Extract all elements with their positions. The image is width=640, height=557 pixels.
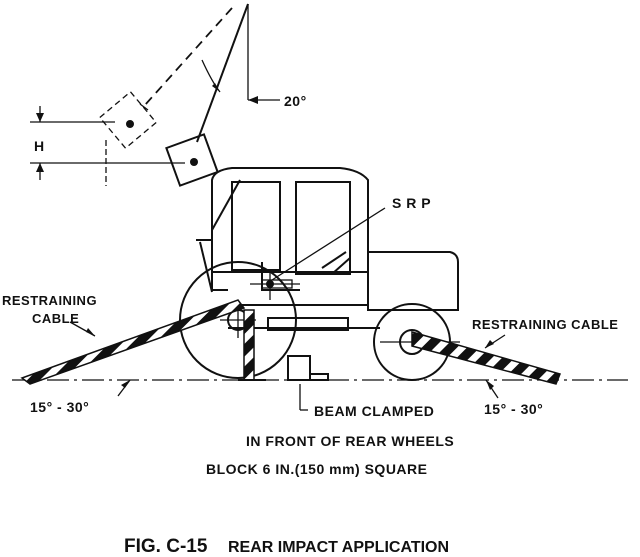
restraining-cable-left: [20, 299, 266, 385]
angle-left-label: 15° - 30°: [30, 399, 89, 415]
label-leaders: [69, 207, 506, 399]
pendulum-weight-ghost: [98, 90, 158, 150]
angle-top-label: 20°: [284, 93, 307, 109]
restraining-cable-right-label: RESTRAINING CABLE: [472, 317, 618, 332]
beam-block: [287, 355, 329, 411]
beam-label-3: BLOCK 6 IN.(150 mm) SQUARE: [206, 461, 427, 477]
pendulum-weight: [165, 133, 219, 187]
beam-label-2: IN FRONT OF REAR WHEELS: [246, 433, 454, 449]
beam-label-1: BEAM CLAMPED: [314, 403, 434, 419]
srp-label: S R P: [392, 195, 431, 211]
pendulum: [30, 3, 280, 187]
figure-number: FIG. C-15: [124, 536, 208, 557]
restraining-cable-left-label-1: RESTRAINING: [2, 293, 97, 308]
height-label: H: [34, 138, 45, 154]
restraining-cable-right: [411, 331, 562, 385]
angle-right-label: 15° - 30°: [484, 401, 543, 417]
rear-wheel: [179, 261, 297, 379]
figure-title: REAR IMPACT APPLICATION: [228, 539, 449, 556]
restraining-cable-left-label-2: CABLE: [32, 311, 79, 326]
